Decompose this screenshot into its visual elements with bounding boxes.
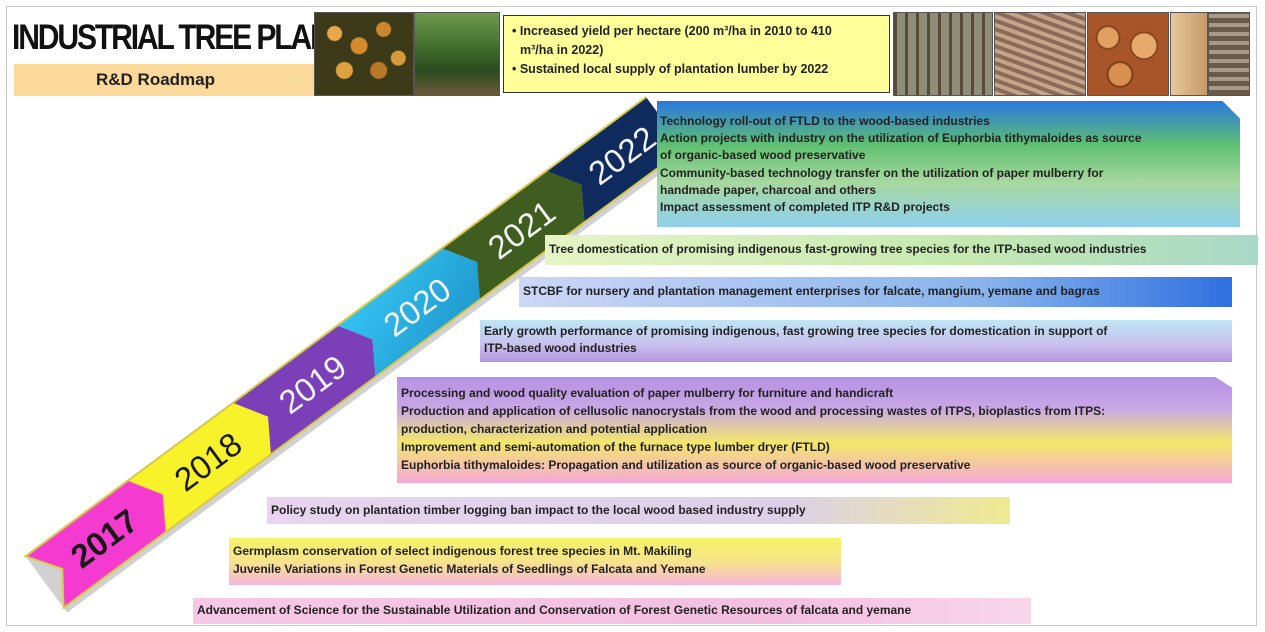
activity-line: of organic-based wood preservative	[660, 148, 866, 163]
activity-line: Technology roll-out of FTLD to the wood-…	[660, 114, 990, 128]
activity-line: Improvement and semi-automation of the f…	[401, 440, 830, 454]
activity-line: Impact assessment of completed ITP R&D p…	[660, 200, 950, 215]
activity-line: Community-based technology transfer on t…	[660, 165, 1104, 180]
planks-photo	[1170, 12, 1208, 96]
activity-line: production, characterization and potenti…	[401, 422, 708, 436]
sawmill-photo	[1208, 12, 1250, 96]
activity-line: Production and application of cellusolic…	[401, 404, 1106, 418]
activity-line: ITP-based wood industries	[484, 341, 637, 355]
activity-box-2022: Technology roll-out of FTLD to the wood-…	[657, 101, 1240, 227]
seedlings-photo	[414, 12, 500, 96]
goal-line: • Increased yield per hectare (200 m³/ha…	[512, 24, 832, 38]
plantation-photo	[893, 12, 993, 96]
activity-box-2017-policy: Policy study on plantation timber loggin…	[267, 497, 1010, 524]
slide-frame	[6, 6, 1257, 626]
activity-box-2018: Processing and wood quality evaluation o…	[397, 377, 1232, 483]
activity-line: Processing and wood quality evaluation o…	[401, 386, 894, 400]
activity-box-2019: Early growth performance of promising in…	[480, 320, 1232, 362]
goals-box: • Increased yield per hectare (200 m³/ha…	[503, 15, 890, 93]
activity-line: STCBF for nursery and plantation managem…	[523, 284, 1100, 298]
activity-line: handmade paper, charcoal and others	[660, 182, 877, 197]
logs-photo	[994, 12, 1086, 96]
segment-2020	[337, 248, 480, 377]
activity-line: Tree domestication of promising indigeno…	[549, 242, 1147, 256]
activity-line: Germplasm conservation of select indigen…	[233, 544, 692, 558]
fruit-photo	[314, 12, 414, 96]
segment-2021	[441, 170, 585, 300]
activity-line: Advancement of Science for the Sustainab…	[197, 603, 912, 617]
activity-box-2021: Tree domestication of promising indigeno…	[545, 235, 1258, 265]
activity-line: Early growth performance of promising in…	[484, 324, 1108, 338]
activity-box-2017-germplasm: Germplasm conservation of select indigen…	[229, 538, 841, 585]
activity-line: Euphorbia tithymaloides: Propagation and…	[401, 458, 971, 472]
segment-2018	[128, 402, 271, 532]
lumber-ends-photo	[1087, 12, 1169, 96]
activity-box-2017-advancement: Advancement of Science for the Sustainab…	[193, 598, 1031, 624]
segment-2019	[232, 325, 376, 455]
goal-line: m³/ha in 2022)	[520, 43, 604, 57]
activity-box-2020: STCBF for nursery and plantation managem…	[519, 277, 1232, 307]
activity-line: Action projects with industry on the uti…	[660, 131, 1142, 146]
activity-line: Juvenile Variations in Forest Genetic Ma…	[233, 562, 706, 576]
segment-2022	[546, 97, 685, 223]
goal-line: • Sustained local supply of plantation l…	[512, 62, 829, 76]
activity-line: Policy study on plantation timber loggin…	[271, 503, 806, 517]
page-subtitle: R&D Roadmap	[14, 64, 314, 96]
